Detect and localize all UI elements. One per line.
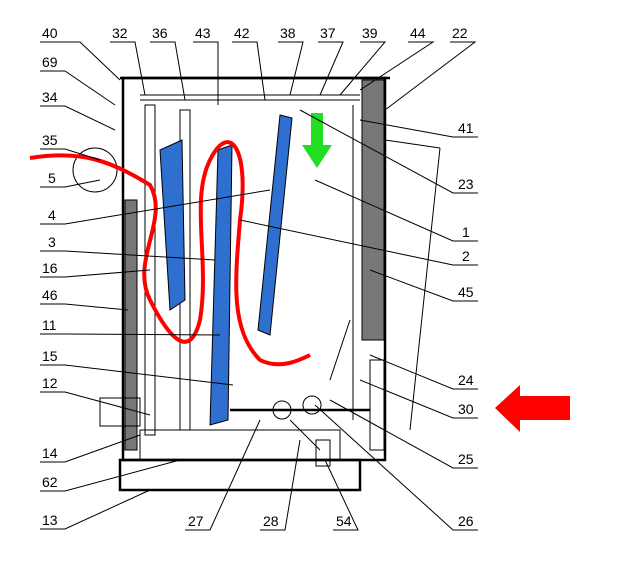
label-16: 16 — [42, 260, 58, 276]
insulation-left — [124, 199, 138, 451]
label-3: 3 — [48, 234, 56, 250]
tube-1 — [159, 139, 186, 311]
label-35: 35 — [42, 132, 58, 148]
label-54: 54 — [336, 513, 352, 529]
left-labels: 69 34 35 5 4 3 16 46 11 15 12 14 62 13 — [42, 54, 58, 528]
label-37: 37 — [320, 25, 336, 41]
flame-path — [29, 140, 311, 367]
label-62: 62 — [42, 474, 58, 490]
label-69: 69 — [42, 54, 58, 70]
label-2: 2 — [462, 248, 470, 264]
label-22: 22 — [452, 25, 468, 41]
label-44: 44 — [410, 25, 426, 41]
label-24: 24 — [458, 372, 474, 388]
label-36: 36 — [152, 25, 168, 41]
label-14: 14 — [42, 445, 58, 461]
bottom-labels: 27 28 54 — [188, 513, 352, 529]
air-inlet-arrow-icon — [495, 385, 570, 432]
label-41: 41 — [458, 120, 474, 136]
label-1: 1 — [462, 224, 470, 240]
label-26: 26 — [458, 513, 474, 529]
heat-exchanger-tubes — [159, 114, 293, 426]
right-labels: 41 23 1 2 45 24 30 25 26 — [458, 120, 474, 529]
label-42: 42 — [234, 25, 250, 41]
insulation-right — [361, 79, 385, 341]
label-28: 28 — [263, 513, 279, 529]
flow-down-arrow-icon — [302, 113, 332, 168]
label-25: 25 — [458, 451, 474, 467]
label-5: 5 — [48, 170, 56, 186]
label-27: 27 — [188, 513, 204, 529]
label-15: 15 — [42, 348, 58, 364]
label-4: 4 — [48, 207, 56, 223]
leader-lines — [40, 41, 478, 531]
label-45: 45 — [458, 284, 474, 300]
label-30: 30 — [458, 401, 474, 417]
tube-3 — [257, 114, 293, 336]
top-labels: 40 32 36 43 42 38 37 39 44 22 — [42, 25, 468, 41]
label-46: 46 — [42, 287, 58, 303]
label-12: 12 — [42, 375, 58, 391]
label-39: 39 — [362, 25, 378, 41]
label-43: 43 — [195, 25, 211, 41]
label-23: 23 — [458, 176, 474, 192]
tube-2 — [209, 144, 233, 426]
label-40: 40 — [42, 25, 58, 41]
label-38: 38 — [280, 25, 296, 41]
label-11: 11 — [42, 317, 57, 333]
label-13: 13 — [42, 512, 58, 528]
label-34: 34 — [42, 89, 58, 105]
label-32: 32 — [112, 25, 128, 41]
